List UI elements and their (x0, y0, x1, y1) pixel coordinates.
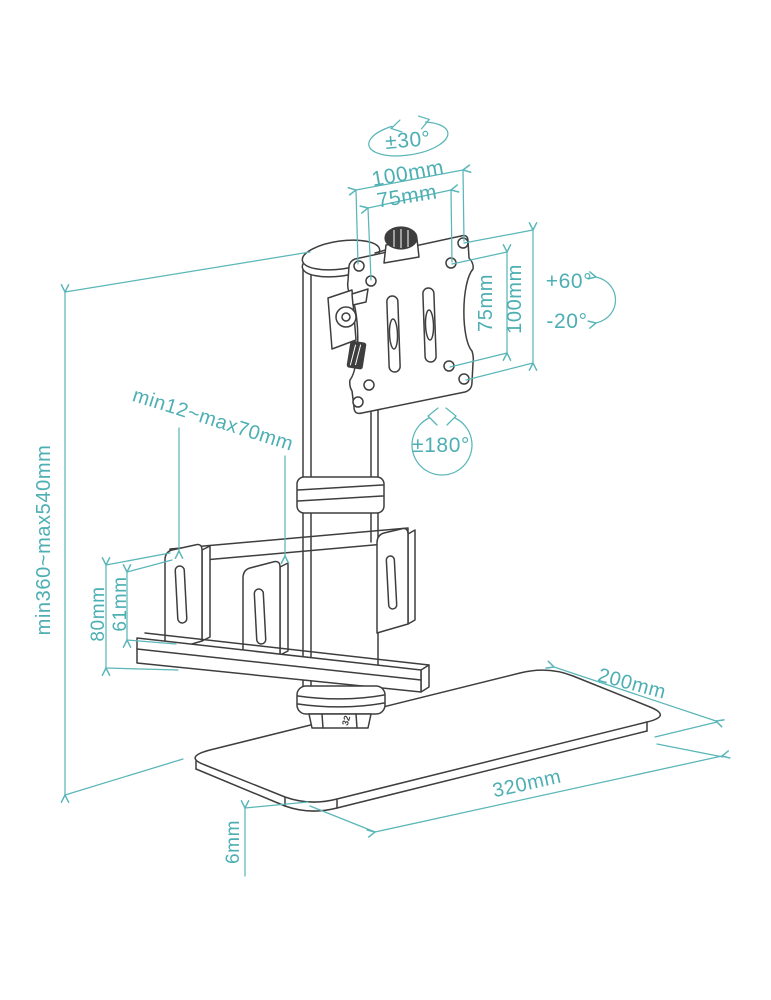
dim-label-cpu-height-inner: 61mm (110, 576, 131, 631)
pole-upper-collar (296, 476, 385, 514)
cpu-bracket-middle (242, 560, 289, 667)
dim-label-swivel: ±30° (384, 127, 432, 154)
dim-label-vesa-height-outer: 100mm (504, 264, 526, 334)
vesa-hole-outer-tl (353, 260, 365, 272)
vesa-slot-left (386, 295, 401, 373)
dim-label-height-range: min360~max540mm (33, 445, 55, 636)
swivel-arrow-left (389, 119, 403, 133)
dim-label-base-thickness: 6mm (223, 820, 244, 864)
dim-label-cpu-height-outer: 80mm (88, 586, 109, 641)
adjustment-knob (383, 226, 420, 264)
dim-base-thickness: 6mm (223, 802, 309, 877)
rotation-arrow-right (445, 407, 457, 426)
cpu-bracket-left (164, 543, 211, 653)
dim-label-rotation: ±180° (412, 434, 470, 457)
vesa-slot-right (422, 287, 437, 363)
rotation-arrow-left (427, 407, 439, 426)
dim-swivel: ±30° (368, 115, 449, 157)
vesa-hole-outer-tr (457, 237, 469, 249)
dim-label-cpu-width: min12~max70mm (130, 384, 296, 455)
dim-vesa-width: 100mm 75mm (356, 156, 464, 281)
dim-tilt: +60° -20° (546, 270, 617, 333)
dim-label-vesa-height-inner: 75mm (475, 274, 497, 332)
cpu-bracket-middle-slot (253, 588, 267, 645)
dim-cpu-heights: 80mm 61mm (88, 552, 179, 670)
vesa-hole-inner-bl (363, 379, 375, 391)
vesa-hole-outer-bl (352, 396, 364, 408)
cpu-bracket-left-slot (174, 565, 188, 624)
dim-cpu-width: min12~max70mm (130, 384, 296, 556)
dim-label-tilt-up: +60° (546, 270, 592, 293)
dim-rotation: ±180° (411, 407, 473, 476)
dim-vesa-height: 75mm 100mm (449, 230, 533, 381)
cpu-bracket-right-slot (385, 555, 398, 610)
pole-base-collar: 32 (296, 685, 386, 729)
cpu-holder (136, 527, 430, 693)
base-plate (194, 669, 661, 812)
dim-label-tilt-down: -20° (546, 310, 587, 333)
tension-knob-small (346, 340, 367, 370)
dim-height-range: min360~max540mm (33, 251, 311, 795)
dim-label-base-width: 320mm (491, 766, 564, 803)
vesa-plate (346, 234, 475, 415)
pivot-joint (327, 288, 369, 370)
cpu-holder-tray (136, 632, 430, 693)
part-marking-label: 32 (340, 714, 352, 726)
swivel-arrow-right (417, 115, 431, 130)
cpu-bracket-right (376, 527, 416, 634)
